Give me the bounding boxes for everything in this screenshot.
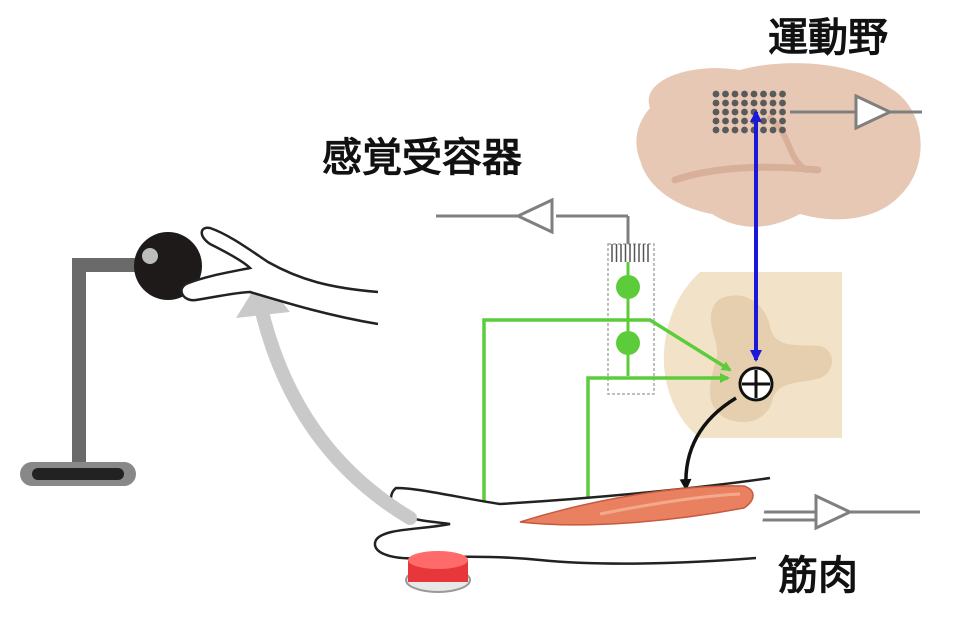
electrode-dot <box>760 126 767 134</box>
electrode-dot <box>712 99 720 107</box>
spinal-cord <box>663 272 842 438</box>
electrode-dot <box>712 117 720 125</box>
electrode-dot <box>750 99 758 107</box>
electrode-dot <box>741 117 748 125</box>
electrode-dot <box>731 99 739 107</box>
electrode-dot <box>731 126 739 134</box>
electrode-dot <box>769 108 777 116</box>
electrode-dot <box>712 126 720 134</box>
electrode-dot <box>722 117 729 125</box>
electrode-dot <box>779 117 786 125</box>
electrode-dot <box>722 99 729 107</box>
motor-cortex-label: 運動野 <box>768 15 888 61</box>
circle-plus-icon <box>738 366 774 402</box>
muscle-label: 筋肉 <box>778 553 858 599</box>
push-button <box>405 551 471 593</box>
electrode-dot <box>722 108 729 116</box>
brain <box>636 63 921 227</box>
electrode-dot <box>769 99 777 107</box>
electrode-dot <box>779 90 786 98</box>
sensory-receptor-label: 感覚受容器 <box>322 135 522 181</box>
electrode-dot <box>741 126 748 134</box>
sensory-receptor <box>436 197 655 395</box>
electrode-dot <box>769 90 777 98</box>
electrode-dot <box>769 126 777 134</box>
electrode-dot <box>769 117 777 125</box>
electrode-dot <box>760 90 767 98</box>
sensory-output-signal-icon <box>514 197 554 235</box>
electrode-dot <box>741 90 748 98</box>
electrode-dot <box>779 126 786 134</box>
electrode-dot <box>731 108 739 116</box>
electrode-dot <box>712 90 720 98</box>
hand <box>180 226 379 326</box>
electrode-dot <box>731 90 739 98</box>
electrode-dot <box>712 108 720 116</box>
cortex-output-signal-icon <box>790 93 922 131</box>
motor-command-arrow <box>679 396 737 491</box>
electrode-dot <box>779 108 786 116</box>
electrode-dot <box>722 90 729 98</box>
electrode-dot <box>779 99 786 107</box>
electrode-dot <box>760 117 767 125</box>
electrode-dot <box>750 90 758 98</box>
electrode-dot <box>731 117 739 125</box>
electrode-dot <box>722 126 729 134</box>
sensory-neuron-icon <box>616 275 640 355</box>
electrode-dot <box>741 99 748 107</box>
receptor-comb <box>611 244 649 262</box>
joystick-device <box>20 232 202 486</box>
electrode-dot <box>760 108 767 116</box>
muscle <box>519 485 754 526</box>
electrode-dot <box>741 108 748 116</box>
electrode-dot <box>760 99 767 107</box>
